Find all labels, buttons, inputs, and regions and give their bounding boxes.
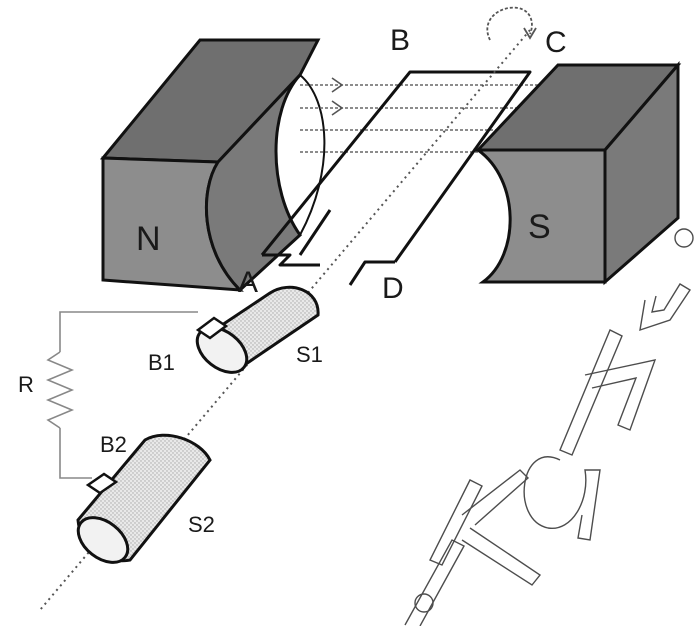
slip-ring-s2 xyxy=(76,433,212,564)
brush-b1 xyxy=(195,316,229,340)
resistor-label: R xyxy=(18,372,34,397)
brush-b1-label: B1 xyxy=(148,350,175,375)
slip-ring-s2-label: S2 xyxy=(188,512,215,537)
coil-corner-c-label: C xyxy=(545,26,567,59)
south-pole-label: S xyxy=(528,208,551,246)
coil-corner-d-label: D xyxy=(382,272,404,305)
brush-b2 xyxy=(85,472,119,495)
south-magnet: S xyxy=(473,60,682,286)
armature-coil xyxy=(260,70,532,286)
field-arrow-icon xyxy=(331,77,344,116)
rotation-arrow-icon xyxy=(486,6,537,41)
brush-b2-label: B2 xyxy=(100,432,127,457)
slip-ring-s1-label: S1 xyxy=(296,342,323,367)
north-pole-label: N xyxy=(136,220,161,258)
coil-corner-a-label: A xyxy=(238,266,258,299)
external-circuit xyxy=(45,311,198,479)
watermark xyxy=(404,228,694,626)
coil-corner-b-label: B xyxy=(390,24,410,57)
north-magnet: N xyxy=(99,38,326,293)
